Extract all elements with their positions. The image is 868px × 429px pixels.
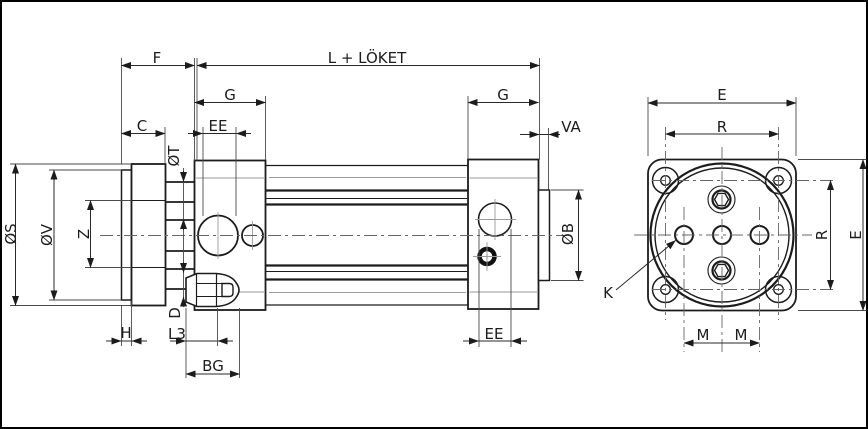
dim-label-r-top: R — [717, 118, 727, 136]
dim-label-c: C — [137, 117, 147, 135]
cushion-screw-cap — [185, 272, 240, 308]
hex-socket-screw-top — [707, 185, 736, 214]
dim-label-dia-s: ØS — [2, 223, 20, 244]
dim-label-dia-t: ØT — [165, 145, 183, 167]
dim-label-dia-v: ØV — [38, 223, 56, 246]
dim-label-e-right: E — [847, 230, 865, 239]
flange-plate — [130, 163, 167, 307]
dim-label-m-left: M — [697, 326, 710, 344]
dim-label-dia-b: ØB — [559, 223, 577, 245]
dim-label-m-right: M — [735, 326, 748, 344]
dim-label-r-right: R — [813, 230, 831, 240]
hex-socket-screw-bottom — [707, 256, 736, 285]
dim-label-ee-rear: EE — [485, 325, 504, 343]
dim-label-bg: BG — [202, 357, 224, 375]
dim-label-va: VA — [561, 118, 581, 136]
dim-label-g-rear: G — [497, 86, 509, 104]
dim-label-f: F — [153, 49, 162, 67]
dim-label-ee-front: EE — [209, 117, 228, 135]
bore-outer-circle — [649, 162, 795, 308]
end-view: E R E R M M K — [603, 86, 867, 352]
dim-label-stroke: L + LÖKET — [328, 48, 407, 67]
dim-label-g-front: G — [224, 86, 236, 104]
dim-label-z: Z — [75, 229, 93, 239]
k-leader-line — [615, 240, 676, 291]
dim-label-d: D — [166, 307, 184, 319]
dim-label-k: K — [603, 284, 614, 302]
dim-label-e-top: E — [717, 86, 726, 104]
dim-label-l3: L3 — [168, 325, 186, 343]
barrel — [265, 164, 468, 306]
dim-label-h: H — [120, 324, 131, 342]
side-view: F L + LÖKET G G C EE VA ØT ØS ØV Z ØB D … — [2, 48, 584, 378]
flange-strip — [120, 169, 133, 301]
